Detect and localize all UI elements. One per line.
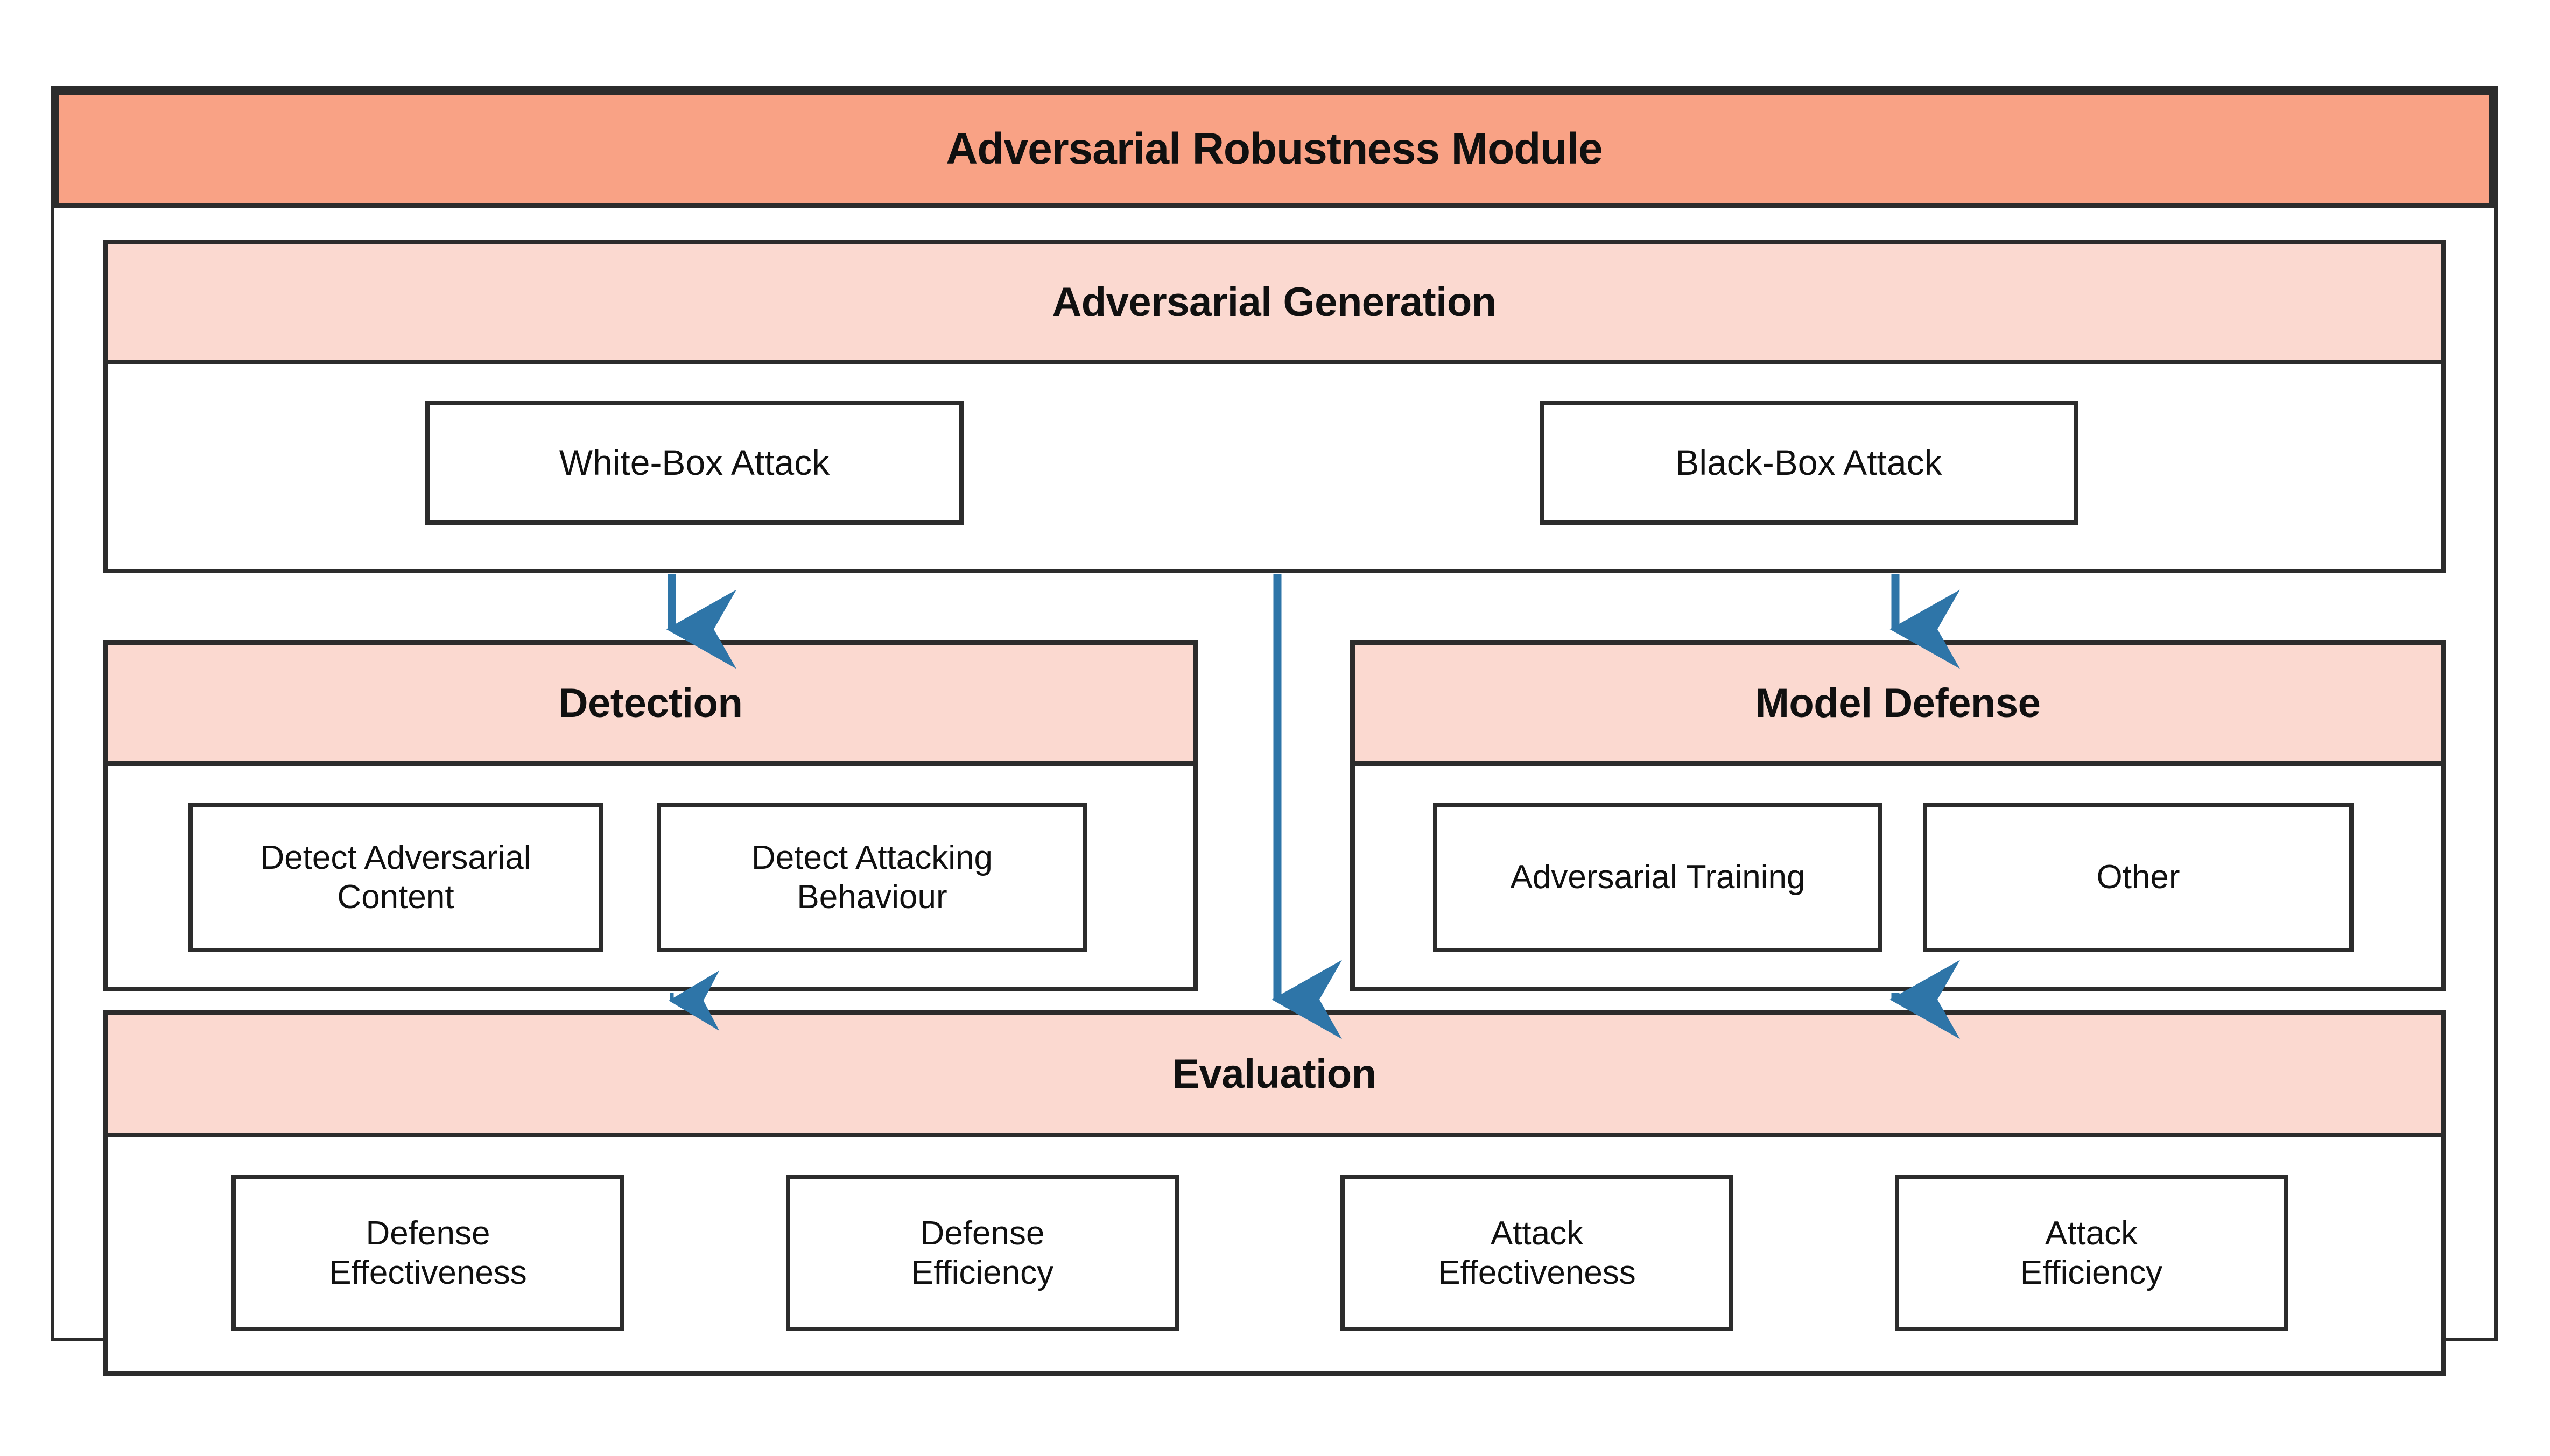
box-defense-effectiveness-label: Defense Effectiveness bbox=[329, 1214, 527, 1292]
box-attack-effectiveness-line1: Attack bbox=[1490, 1214, 1584, 1252]
box-detect-attacking-behaviour-line2: Behaviour bbox=[797, 878, 947, 916]
detection-header: Detection bbox=[108, 645, 1193, 766]
box-white-box-attack[interactable]: White-Box Attack bbox=[425, 401, 964, 525]
box-attack-efficiency-line1: Attack bbox=[2045, 1214, 2138, 1252]
box-adversarial-training-label: Adversarial Training bbox=[1510, 859, 1806, 896]
box-defense-effectiveness-line2: Effectiveness bbox=[329, 1254, 527, 1291]
box-defense-efficiency[interactable]: Defense Efficiency bbox=[786, 1175, 1179, 1331]
adversarial-generation-header-text: Adversarial Generation bbox=[1052, 279, 1497, 325]
box-detect-attacking-behaviour[interactable]: Detect Attacking Behaviour bbox=[657, 803, 1087, 952]
model-defense-body: Adversarial Training Other bbox=[1355, 766, 2441, 987]
box-defense-effectiveness[interactable]: Defense Effectiveness bbox=[231, 1175, 624, 1331]
model-defense-header-text: Model Defense bbox=[1755, 680, 2041, 726]
box-defense-effectiveness-line1: Defense bbox=[366, 1214, 490, 1252]
adversarial-generation-panel: Adversarial Generation White-Box Attack … bbox=[103, 240, 2446, 573]
box-detect-adversarial-content[interactable]: Detect Adversarial Content bbox=[188, 803, 603, 952]
box-detect-adversarial-content-line1: Detect Adversarial bbox=[260, 839, 531, 876]
model-defense-panel: Model Defense Adversarial Training Other bbox=[1350, 640, 2446, 991]
evaluation-header: Evaluation bbox=[108, 1015, 2441, 1137]
adversarial-generation-body: White-Box Attack Black-Box Attack bbox=[108, 364, 2441, 569]
box-black-box-attack-label: Black-Box Attack bbox=[1675, 442, 1942, 483]
box-attack-effectiveness-label: Attack Effectiveness bbox=[1438, 1214, 1636, 1292]
adversarial-generation-header: Adversarial Generation bbox=[108, 244, 2441, 364]
box-detect-attacking-behaviour-label: Detect Attacking Behaviour bbox=[751, 838, 993, 917]
module-title-bar: Adversarial Robustness Module bbox=[54, 90, 2494, 208]
module-title-text: Adversarial Robustness Module bbox=[946, 124, 1603, 173]
evaluation-header-text: Evaluation bbox=[1172, 1051, 1376, 1097]
adversarial-robustness-diagram: Adversarial Robustness Module Adversaria… bbox=[51, 86, 2498, 1376]
box-detect-adversarial-content-label: Detect Adversarial Content bbox=[260, 838, 531, 917]
box-defense-efficiency-line1: Defense bbox=[920, 1214, 1045, 1252]
box-detect-attacking-behaviour-line1: Detect Attacking bbox=[751, 839, 993, 876]
box-attack-effectiveness-line2: Effectiveness bbox=[1438, 1254, 1636, 1291]
detection-panel: Detection Detect Adversarial Content Det… bbox=[103, 640, 1198, 991]
box-adversarial-training[interactable]: Adversarial Training bbox=[1433, 803, 1882, 952]
box-defense-efficiency-line2: Efficiency bbox=[911, 1254, 1054, 1291]
detection-body: Detect Adversarial Content Detect Attack… bbox=[108, 766, 1193, 987]
box-attack-efficiency-label: Attack Efficiency bbox=[2020, 1214, 2162, 1292]
box-other-label: Other bbox=[2096, 859, 2180, 896]
box-detect-adversarial-content-line2: Content bbox=[337, 878, 454, 916]
box-other[interactable]: Other bbox=[1923, 803, 2354, 952]
box-attack-efficiency-line2: Efficiency bbox=[2020, 1254, 2163, 1291]
box-black-box-attack[interactable]: Black-Box Attack bbox=[1540, 401, 2078, 525]
evaluation-panel: Evaluation Defense Effectiveness Defense… bbox=[103, 1010, 2446, 1376]
box-defense-efficiency-label: Defense Efficiency bbox=[911, 1214, 1053, 1292]
evaluation-body: Defense Effectiveness Defense Efficiency… bbox=[108, 1137, 2441, 1371]
detection-header-text: Detection bbox=[558, 680, 743, 726]
box-white-box-attack-label: White-Box Attack bbox=[559, 442, 830, 483]
model-defense-header: Model Defense bbox=[1355, 645, 2441, 766]
box-attack-effectiveness[interactable]: Attack Effectiveness bbox=[1340, 1175, 1733, 1331]
box-attack-efficiency[interactable]: Attack Efficiency bbox=[1895, 1175, 2288, 1331]
